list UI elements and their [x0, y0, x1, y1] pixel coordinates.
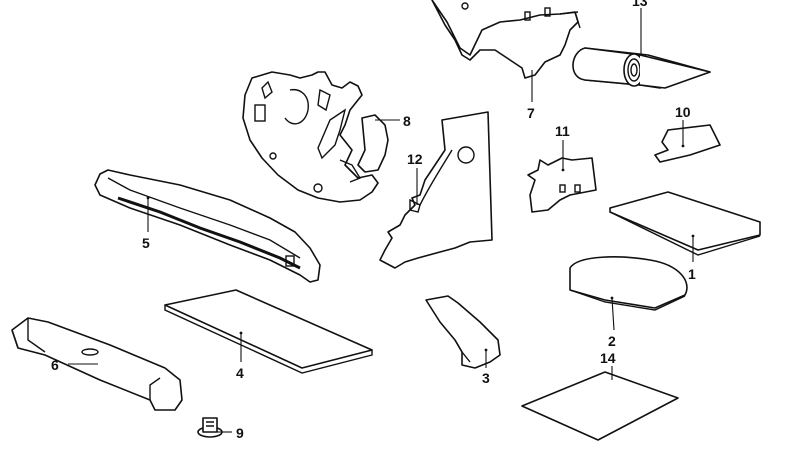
label-11: 11: [555, 123, 570, 139]
part-12-panel: [379, 111, 493, 269]
part-11-bracket: [527, 140, 597, 213]
label-1: 1: [688, 266, 696, 282]
label-4: 4: [236, 365, 244, 381]
part-5-trim: [94, 169, 321, 283]
label-2: 2: [608, 333, 616, 349]
label-7: 7: [527, 105, 535, 121]
label-10: 10: [675, 104, 691, 120]
part-7-bracket: [431, 0, 581, 102]
label-9: 9: [236, 425, 244, 441]
part-3-bracket: [425, 295, 501, 369]
label-5: 5: [142, 235, 150, 251]
label-12: 12: [407, 151, 423, 167]
part-14-plate: [521, 366, 679, 441]
part-9-clip: [197, 417, 232, 438]
label-13: 13: [632, 0, 648, 9]
part-6-trim: [11, 317, 183, 411]
part-2-disc: [569, 256, 688, 331]
part-4-plate: [164, 289, 373, 374]
part-1-plate: [609, 191, 761, 262]
label-6: 6: [51, 357, 59, 373]
label-3: 3: [482, 370, 490, 386]
label-8: 8: [403, 113, 411, 129]
part-13-roll: [572, 8, 711, 89]
part-8-housing: [242, 71, 400, 203]
part-10-plate: [654, 120, 721, 163]
label-14: 14: [600, 350, 616, 366]
